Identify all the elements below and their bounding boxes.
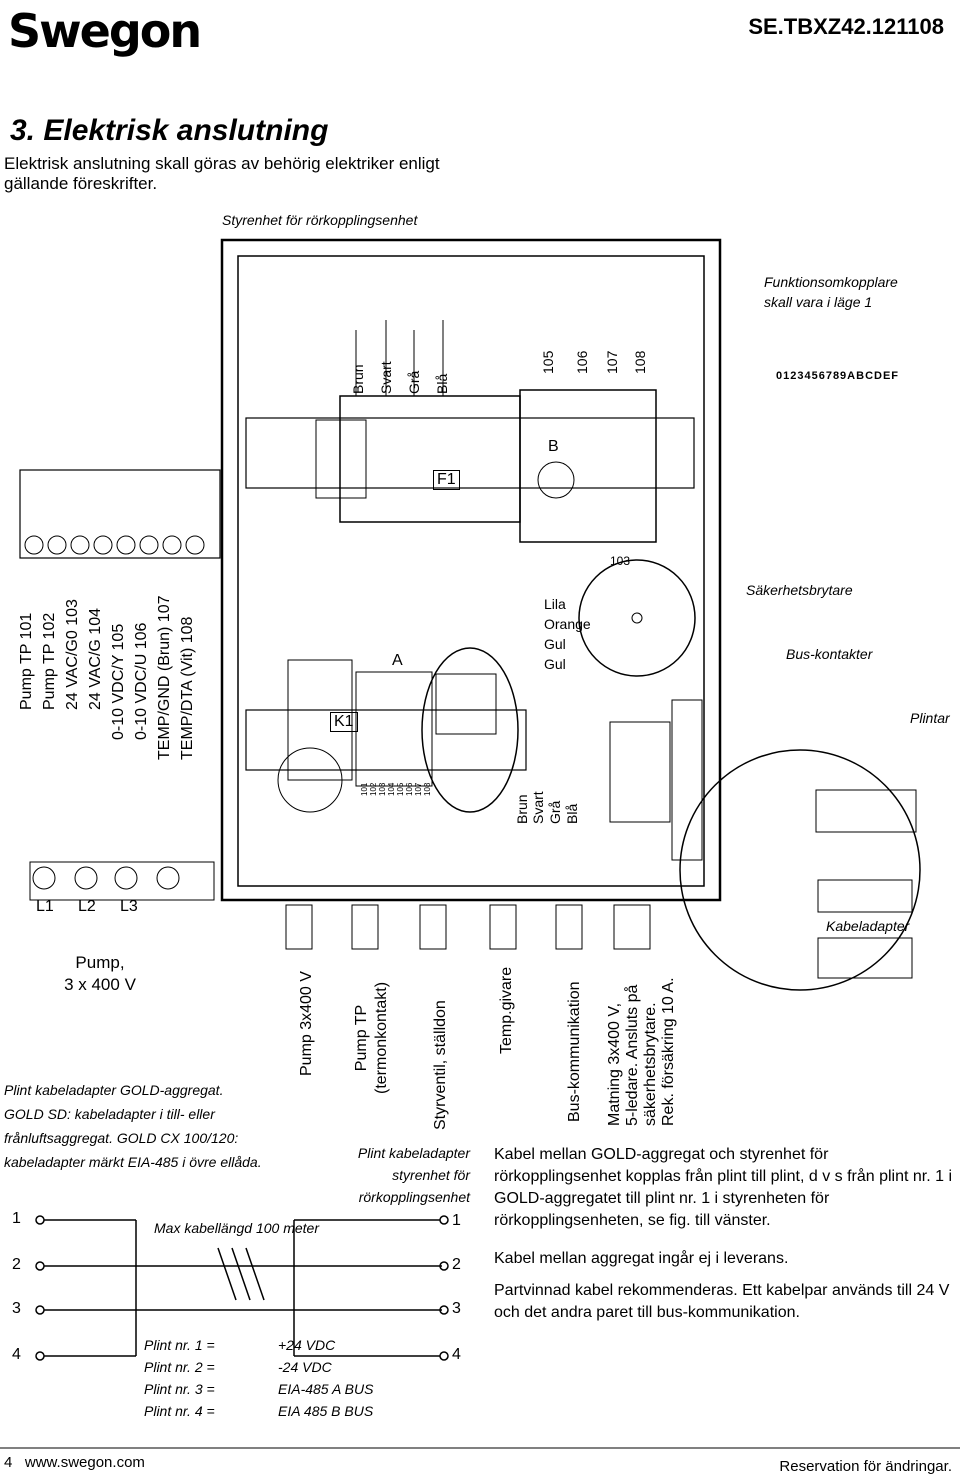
small-term-104: 104: [387, 782, 396, 796]
left-term-107: TEMP/GND (Brun) 107: [156, 595, 173, 761]
kabeladapter-zoom: [679, 749, 921, 991]
enclosure-outer: [220, 238, 722, 902]
term-top-106: 106: [574, 350, 590, 374]
left-term-102: Pump TP 102: [41, 612, 58, 710]
wire-mid-4: Gul: [544, 656, 566, 672]
terminals-label: Plintar: [910, 710, 950, 726]
max-length: Max kabellängd 100 meter: [154, 1220, 319, 1236]
unit-note: Plint kabeladapter styrenhet för rörkopp…: [357, 1145, 470, 1205]
switch-note: Funktionsomkopplare skall vara i läge 1: [764, 274, 898, 310]
plint-row-3: Plint nr. 3 =EIA-485 A BUS: [144, 1381, 374, 1397]
small-term-102: 102: [369, 782, 378, 796]
area-a: A: [392, 652, 403, 669]
phase-l2: L2: [78, 898, 96, 915]
left-term-105: 0-10 VDC/Y 105: [110, 623, 127, 740]
cable-pump-tp: Pump TP (termonkontakt): [353, 981, 390, 1094]
left-pin-3: 3: [12, 1300, 21, 1317]
wire-bot-1: Brun: [514, 794, 530, 824]
wire-bot-2: Svart: [530, 791, 546, 824]
pump-terminal-strip: [29, 861, 215, 901]
body-paragraph-2: Kabel mellan aggregat ingår ej i leveran…: [494, 1250, 789, 1267]
contactor-k1-label: K1: [330, 712, 358, 732]
doc-id: SE.TBXZ42.121108: [748, 14, 944, 39]
left-pin-1: 1: [12, 1210, 21, 1227]
unit-title: Styrenhet för rörkopplingsenhet: [222, 212, 418, 228]
bus-contacts-label: Bus-kontakter: [786, 646, 873, 662]
switch-dial-icon: 0123456789ABCDEF: [776, 370, 900, 382]
pump-label: Pump, 3 x 400 V: [64, 953, 136, 994]
cable-valve: Styrventil, ställdon: [432, 1000, 449, 1130]
phase-l1: L1: [36, 898, 54, 915]
wire-top-4: Blå: [434, 373, 450, 394]
gold-note: Plint kabeladapter GOLD-aggregat. GOLD S…: [4, 1082, 262, 1170]
term-top-108: 108: [632, 350, 648, 374]
plint-row-1: Plint nr. 1 =+24 VDC: [144, 1337, 336, 1353]
small-term-108: 108: [423, 782, 432, 796]
cable-pump: Pump 3x400 V: [298, 971, 315, 1076]
safety-switch-label: Säkerhetsbrytare: [746, 582, 853, 598]
wire-mid-1: Lila: [544, 596, 566, 612]
wire-top-1: Brun: [350, 364, 366, 394]
body-paragraph-3: Partvinnad kabel rekommenderas. Ett kabe…: [494, 1282, 950, 1321]
bus-contacts-small: [435, 673, 497, 735]
dial-icon: [537, 461, 575, 499]
left-pin-4: 4: [12, 1346, 21, 1363]
body-paragraph-1: Kabel mellan GOLD-aggregat och styrenhet…: [494, 1146, 953, 1229]
page-number: 4: [4, 1454, 13, 1471]
enclosure-inner: [237, 255, 705, 887]
wire-mid-list: Lila Orange Gul Gul: [544, 594, 591, 674]
term-top-107: 107: [604, 350, 620, 374]
terminal-block-left: [315, 419, 367, 499]
section-title: 3. Elektrisk anslutning: [10, 114, 329, 147]
wire-mid-2: Orange: [544, 616, 591, 632]
left-pin-2: 2: [12, 1256, 21, 1273]
wire-bot-3: Grå: [547, 800, 563, 824]
wire-top-3: Grå: [406, 370, 422, 394]
cable-temp: Temp.givare: [498, 966, 515, 1054]
cable-supply: Matning 3x400 V, 5-ledare. Ansluts på sä…: [606, 977, 677, 1126]
wire-top-2: Svart: [378, 361, 394, 394]
small-term-106: 106: [405, 782, 414, 796]
term-103: 103: [610, 554, 631, 568]
right-pin-2: 2: [452, 1256, 461, 1273]
plint-row-4: Plint nr. 4 =EIA 485 B BUS: [144, 1403, 374, 1419]
wire-bot-4: Blå: [564, 803, 580, 824]
contactor-k1: [287, 659, 353, 781]
section-intro: Elektrisk anslutning skall göras av behö…: [4, 154, 440, 193]
left-term-103: 24 VAC/G0 103: [64, 599, 81, 710]
footer-left: 4 www.swegon.com: [4, 1454, 145, 1471]
plint-table: Plint nr. 1 =+24 VDC Plint nr. 2 =-24 VD…: [144, 1334, 373, 1422]
cable-adapter-label: Kabeladapter: [826, 918, 910, 934]
small-term-103: 103: [378, 782, 387, 796]
block-b: B: [548, 438, 559, 455]
phase-l3: L3: [120, 898, 138, 915]
right-pin-4: 4: [452, 1346, 461, 1363]
left-term-108: TEMP/DTA (Vit) 108: [179, 616, 196, 760]
safety-switch-box: [609, 721, 671, 823]
left-term-104: 24 VAC/G 104: [87, 608, 104, 710]
fuse-f1: F1: [433, 470, 460, 490]
transformer-icon: [578, 559, 696, 677]
fuse-block: [339, 395, 521, 523]
left-terminal-strip: [19, 469, 221, 559]
footer-right: Reservation för ändringar.: [779, 1458, 952, 1475]
wire-mid-3: Gul: [544, 636, 566, 652]
swegon-logo: Swegon: [8, 4, 202, 58]
small-term-107: 107: [414, 782, 423, 796]
cable-bus: Bus-kommunikation: [566, 981, 583, 1123]
left-term-101: Pump TP 101: [18, 612, 35, 710]
term-top-105: 105: [540, 350, 556, 374]
module-b: [519, 389, 657, 543]
din-rail-bottom: [245, 709, 527, 771]
small-term-105: 105: [396, 782, 405, 796]
left-term-106: 0-10 VDC/U 106: [133, 622, 150, 740]
site-link[interactable]: www.swegon.com: [24, 1454, 145, 1471]
plint-row-2: Plint nr. 2 =-24 VDC: [144, 1359, 332, 1375]
small-term-101: 101: [360, 782, 369, 796]
right-pin-1: 1: [452, 1212, 461, 1229]
terminal-a: [355, 671, 433, 787]
right-pin-3: 3: [452, 1300, 461, 1317]
din-rail-top: [245, 417, 695, 489]
